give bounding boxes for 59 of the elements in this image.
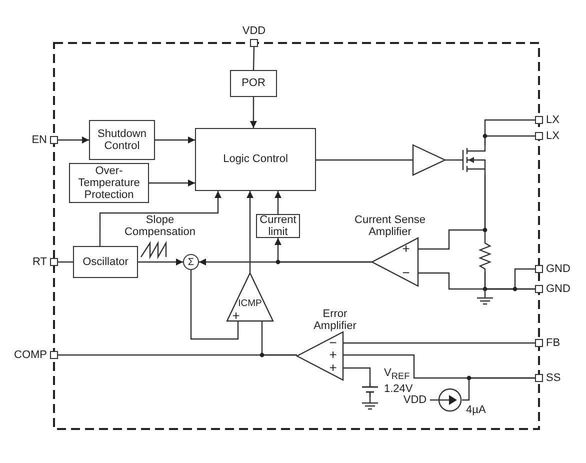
pin-label: LX xyxy=(546,114,560,126)
pin-label: VDD xyxy=(242,25,266,37)
amplifier-label: Error Amplifier xyxy=(312,309,358,332)
wire xyxy=(430,399,438,401)
signal-label: Slope Compensation xyxy=(124,215,196,238)
process-box xyxy=(73,246,138,278)
wire xyxy=(445,159,455,161)
wire xyxy=(343,342,535,344)
wire xyxy=(58,354,297,356)
process-box xyxy=(69,163,149,203)
component-value: 4µA xyxy=(466,405,486,417)
wire xyxy=(252,46,255,70)
wire xyxy=(190,270,239,340)
arrow xyxy=(149,180,195,186)
arrow xyxy=(99,191,222,246)
pin-label: GND xyxy=(546,283,570,295)
pin-label: SS xyxy=(546,372,561,384)
block-label: Logic Control xyxy=(223,153,288,166)
arrow xyxy=(274,191,282,214)
arrow xyxy=(274,238,372,263)
comparator-label: ICMP xyxy=(237,299,263,309)
input-sign: − xyxy=(401,266,411,280)
pin-label: RT xyxy=(32,256,47,268)
arrow xyxy=(250,97,257,128)
input-sign: + xyxy=(328,348,338,362)
block-label: Oscillator xyxy=(82,256,128,268)
amplifier-label: Current Sense Amplifier xyxy=(354,215,426,238)
arrow xyxy=(138,258,183,266)
block-label: POR xyxy=(242,77,266,90)
component-value: V$_{REF}$ xyxy=(384,368,410,382)
pin-label: EN xyxy=(32,134,47,146)
process-box xyxy=(195,128,316,191)
wire xyxy=(418,175,486,250)
process-box xyxy=(89,120,155,160)
wire xyxy=(462,377,535,401)
supply-label: VDD xyxy=(403,394,427,406)
block-label: Shutdown Control xyxy=(96,128,148,152)
wire xyxy=(343,367,371,383)
arrow xyxy=(58,136,89,144)
pin-label: FB xyxy=(546,337,560,349)
process-box xyxy=(230,70,277,97)
pin-label: COMP xyxy=(14,349,47,361)
summing-circle xyxy=(183,254,199,270)
input-sign: + xyxy=(401,242,411,256)
wire xyxy=(58,261,73,263)
arrow xyxy=(155,136,195,144)
input-sign: + xyxy=(328,361,338,375)
input-sign: + xyxy=(231,309,241,323)
block-label: Current limit xyxy=(258,214,298,238)
input-sign: − xyxy=(328,336,338,350)
wire xyxy=(484,135,535,145)
wire xyxy=(316,159,413,161)
sigma-symbol: Σ xyxy=(188,256,194,268)
pin-label: GND xyxy=(546,263,570,275)
block-label: Over- Temperature Protection xyxy=(77,164,141,202)
arrow xyxy=(246,191,254,273)
pin-label: LX xyxy=(546,130,560,142)
component-value: 1.24V xyxy=(384,384,413,395)
wire xyxy=(418,272,535,290)
